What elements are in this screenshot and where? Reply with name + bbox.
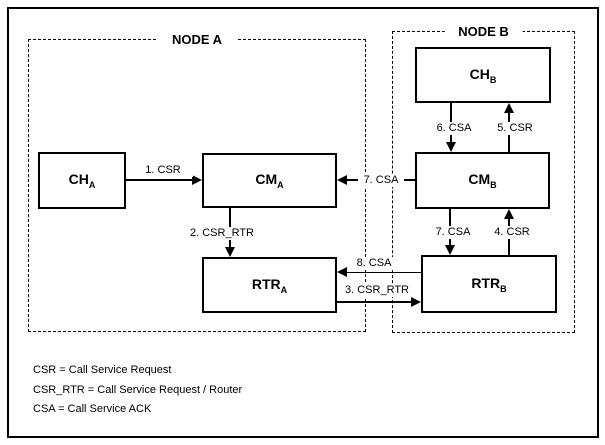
legend-item-csr: CSR = Call Service Request [33, 364, 172, 376]
arrow-7-csa-horizontal-label: 7. CSA [358, 174, 404, 187]
node-b-title: NODE B [444, 23, 523, 40]
arrow-1-csr-line [126, 179, 192, 181]
box-rtr-a: RTRA [202, 257, 337, 313]
arrow-5-csr-head [504, 103, 514, 113]
arrow-4-csr-head [504, 209, 514, 219]
box-cm-b: CMB [415, 152, 550, 209]
arrow-8-csa-head [337, 267, 347, 277]
arrow-3-csr-rtr-label: 3. CSR_RTR [341, 284, 413, 297]
box-ch-a: CHA [38, 152, 126, 209]
box-rtr-a-label: RTRA [251, 275, 288, 295]
arrow-2-csr-rtr-head [225, 247, 235, 257]
node-a-title: NODE A [157, 31, 237, 48]
box-cm-b-label: CMB [468, 171, 497, 190]
box-cm-a: CMA [202, 153, 337, 208]
arrow-3-csr-rtr-line [337, 301, 411, 303]
arrow-3-csr-rtr-head [411, 297, 421, 307]
box-rtr-b-label: RTRB [471, 274, 507, 294]
arrow-8-csa-line [347, 272, 421, 273]
legend-item-csr-rtr: CSR_RTR = Call Service Request / Router [33, 383, 243, 396]
box-ch-a-label: CHA [68, 171, 96, 190]
box-ch-b-label: CHB [469, 65, 497, 85]
arrow-7-csa-vertical-label: 7. CSA [430, 226, 476, 239]
box-ch-b: CHB [415, 47, 551, 103]
arrow-7-csa-horizontal-head [337, 175, 347, 185]
arrow-5-csr-label: 5. CSR [492, 122, 538, 135]
box-cm-a-label: CMA [255, 171, 284, 190]
arrow-8-csa-label: 8. CSA [351, 257, 397, 270]
arrow-6-csa-label: 6. CSA [431, 122, 477, 135]
arrow-7-csa-vertical-head [445, 245, 455, 255]
arrow-1-csr-label: 1. CSR [133, 164, 193, 177]
arrow-2-csr-rtr-label: 2. CSR_RTR [186, 227, 258, 240]
arrow-6-csa-head [446, 142, 456, 152]
legend: CSR = Call Service Request CSR_RTR = Cal… [33, 361, 242, 420]
arrow-1-csr-head [192, 175, 202, 185]
box-rtr-b: RTRB [421, 255, 557, 313]
arrow-4-csr-label: 4. CSR [489, 226, 535, 239]
legend-item-csa: CSA = Call Service ACK [33, 403, 152, 415]
